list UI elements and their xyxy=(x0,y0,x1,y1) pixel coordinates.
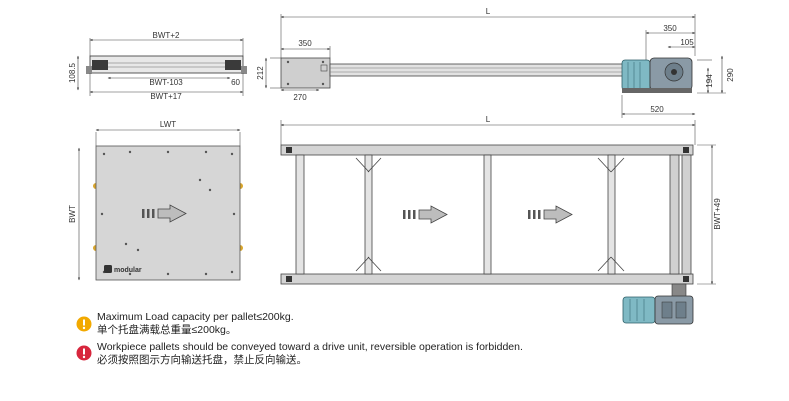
dim-l-top: L xyxy=(486,115,491,124)
note-direction: Workpiece pallets should be conveyed tow… xyxy=(97,341,523,367)
top-gearbox xyxy=(654,295,694,325)
side-rail xyxy=(329,63,631,77)
direction-arrow-icon xyxy=(142,204,187,223)
drive-member xyxy=(681,154,692,275)
note-load-capacity-zh: 单个托盘满载总重量≤200kg。 xyxy=(97,324,237,336)
cross-member xyxy=(295,154,305,275)
dim-bwt: BWT xyxy=(68,205,77,223)
dim-270: 270 xyxy=(293,93,307,102)
top-rail-lower xyxy=(280,273,694,285)
cross-member xyxy=(483,154,492,275)
dim-212: 212 xyxy=(256,66,265,80)
top-view: L B xyxy=(280,115,722,325)
dim-290: 290 xyxy=(726,68,735,82)
dim-bwt-plus-49: BWT+49 xyxy=(713,198,722,230)
direction-arrow-icon xyxy=(528,205,573,224)
note-direction-en: Workpiece pallets should be conveyed tow… xyxy=(97,341,523,353)
cross-member xyxy=(364,154,373,275)
prohibited-icon xyxy=(76,345,92,361)
dim-105: 105 xyxy=(680,38,694,47)
dim-l-side: L xyxy=(486,7,491,16)
warning-icon xyxy=(76,316,92,332)
top-rail-upper xyxy=(280,144,694,156)
top-motor xyxy=(622,296,656,324)
note-direction-zh: 必须按照图示方向输送托盘，禁止反向输送。 xyxy=(97,354,307,366)
dim-60: 60 xyxy=(231,78,240,87)
dim-194: 194 xyxy=(705,74,714,88)
dim-108-5: 108.5 xyxy=(68,62,77,83)
modular-logo-icon xyxy=(104,265,112,273)
motor xyxy=(621,59,651,91)
modular-logo-text: modular xyxy=(114,267,142,274)
note-load-capacity-en: Maximum Load capacity per pallet≤200kg. xyxy=(97,311,294,323)
dim-350-left: 350 xyxy=(298,39,312,48)
cross-section-view: BWT+2 BWT-103 BWT+17 108.5 60 xyxy=(68,31,247,101)
dim-bwt-plus-2: BWT+2 xyxy=(153,31,180,40)
direction-arrow-icon xyxy=(403,205,448,224)
dim-lwt: LWT xyxy=(160,120,176,129)
dim-bwt-minus-103: BWT-103 xyxy=(149,78,183,87)
dim-350-right: 350 xyxy=(663,24,677,33)
cross-member xyxy=(607,154,616,275)
pallet-view: LWT BWT modular xyxy=(68,120,243,281)
note-load-capacity: Maximum Load capacity per pallet≤200kg. … xyxy=(97,311,294,337)
side-view: L 350 212 270 350 105 194 290 xyxy=(256,7,735,118)
idler-end-plate xyxy=(280,57,331,89)
dim-bwt-plus-17: BWT+17 xyxy=(150,92,182,101)
drive-member xyxy=(669,154,680,275)
dim-520: 520 xyxy=(650,105,664,114)
